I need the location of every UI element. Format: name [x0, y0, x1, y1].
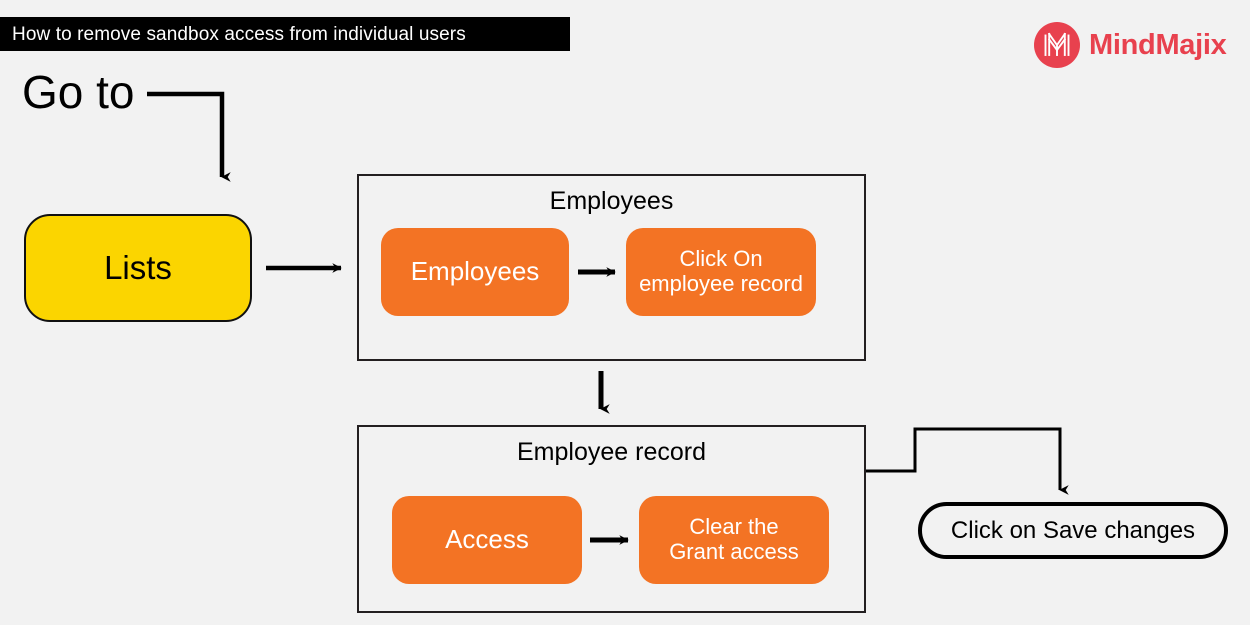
arrow-goto-to-lists	[147, 91, 231, 182]
step-access[interactable]: Access	[392, 496, 582, 584]
step-clear-the-grant-access-line1: Clear the	[689, 514, 779, 540]
mindmajix-m-monogram-icon	[1034, 22, 1080, 68]
brand-name: MindMajix	[1089, 28, 1227, 61]
step-click-on-employee-record-label: Click On employee record	[639, 247, 803, 296]
group-employees-title: Employees	[549, 187, 674, 215]
group-employee-record-title: Employee record	[517, 438, 706, 466]
node-click-on-save-changes[interactable]: Click on Save changes	[918, 502, 1228, 559]
brand-logo: MindMajix	[1034, 20, 1227, 70]
step-click-on-employee-record[interactable]: Click On employee record	[626, 228, 816, 316]
step-clear-the-grant-access-line2: Grant access	[669, 539, 799, 564]
step-click-on-employee-record-line2: employee record	[639, 271, 803, 296]
go-to-label: Go to	[22, 66, 135, 118]
step-employees-label: Employees	[410, 256, 540, 287]
step-clear-the-grant-access-label: Clear the Grant access	[669, 515, 799, 564]
step-clear-the-grant-access[interactable]: Clear the Grant access	[639, 496, 829, 584]
step-access-label: Access	[445, 524, 529, 555]
page-title-bar: How to remove sandbox access from indivi…	[0, 17, 570, 51]
node-lists[interactable]: Lists	[24, 214, 252, 322]
node-lists-label: Lists	[104, 249, 172, 286]
step-employees[interactable]: Employees	[381, 228, 569, 316]
step-click-on-employee-record-line1: Click On	[679, 246, 763, 272]
node-click-on-save-changes-label: Click on Save changes	[950, 516, 1196, 544]
arrow-record-group-to-save-changes	[866, 427, 1069, 495]
page-title: How to remove sandbox access from indivi…	[12, 23, 466, 45]
